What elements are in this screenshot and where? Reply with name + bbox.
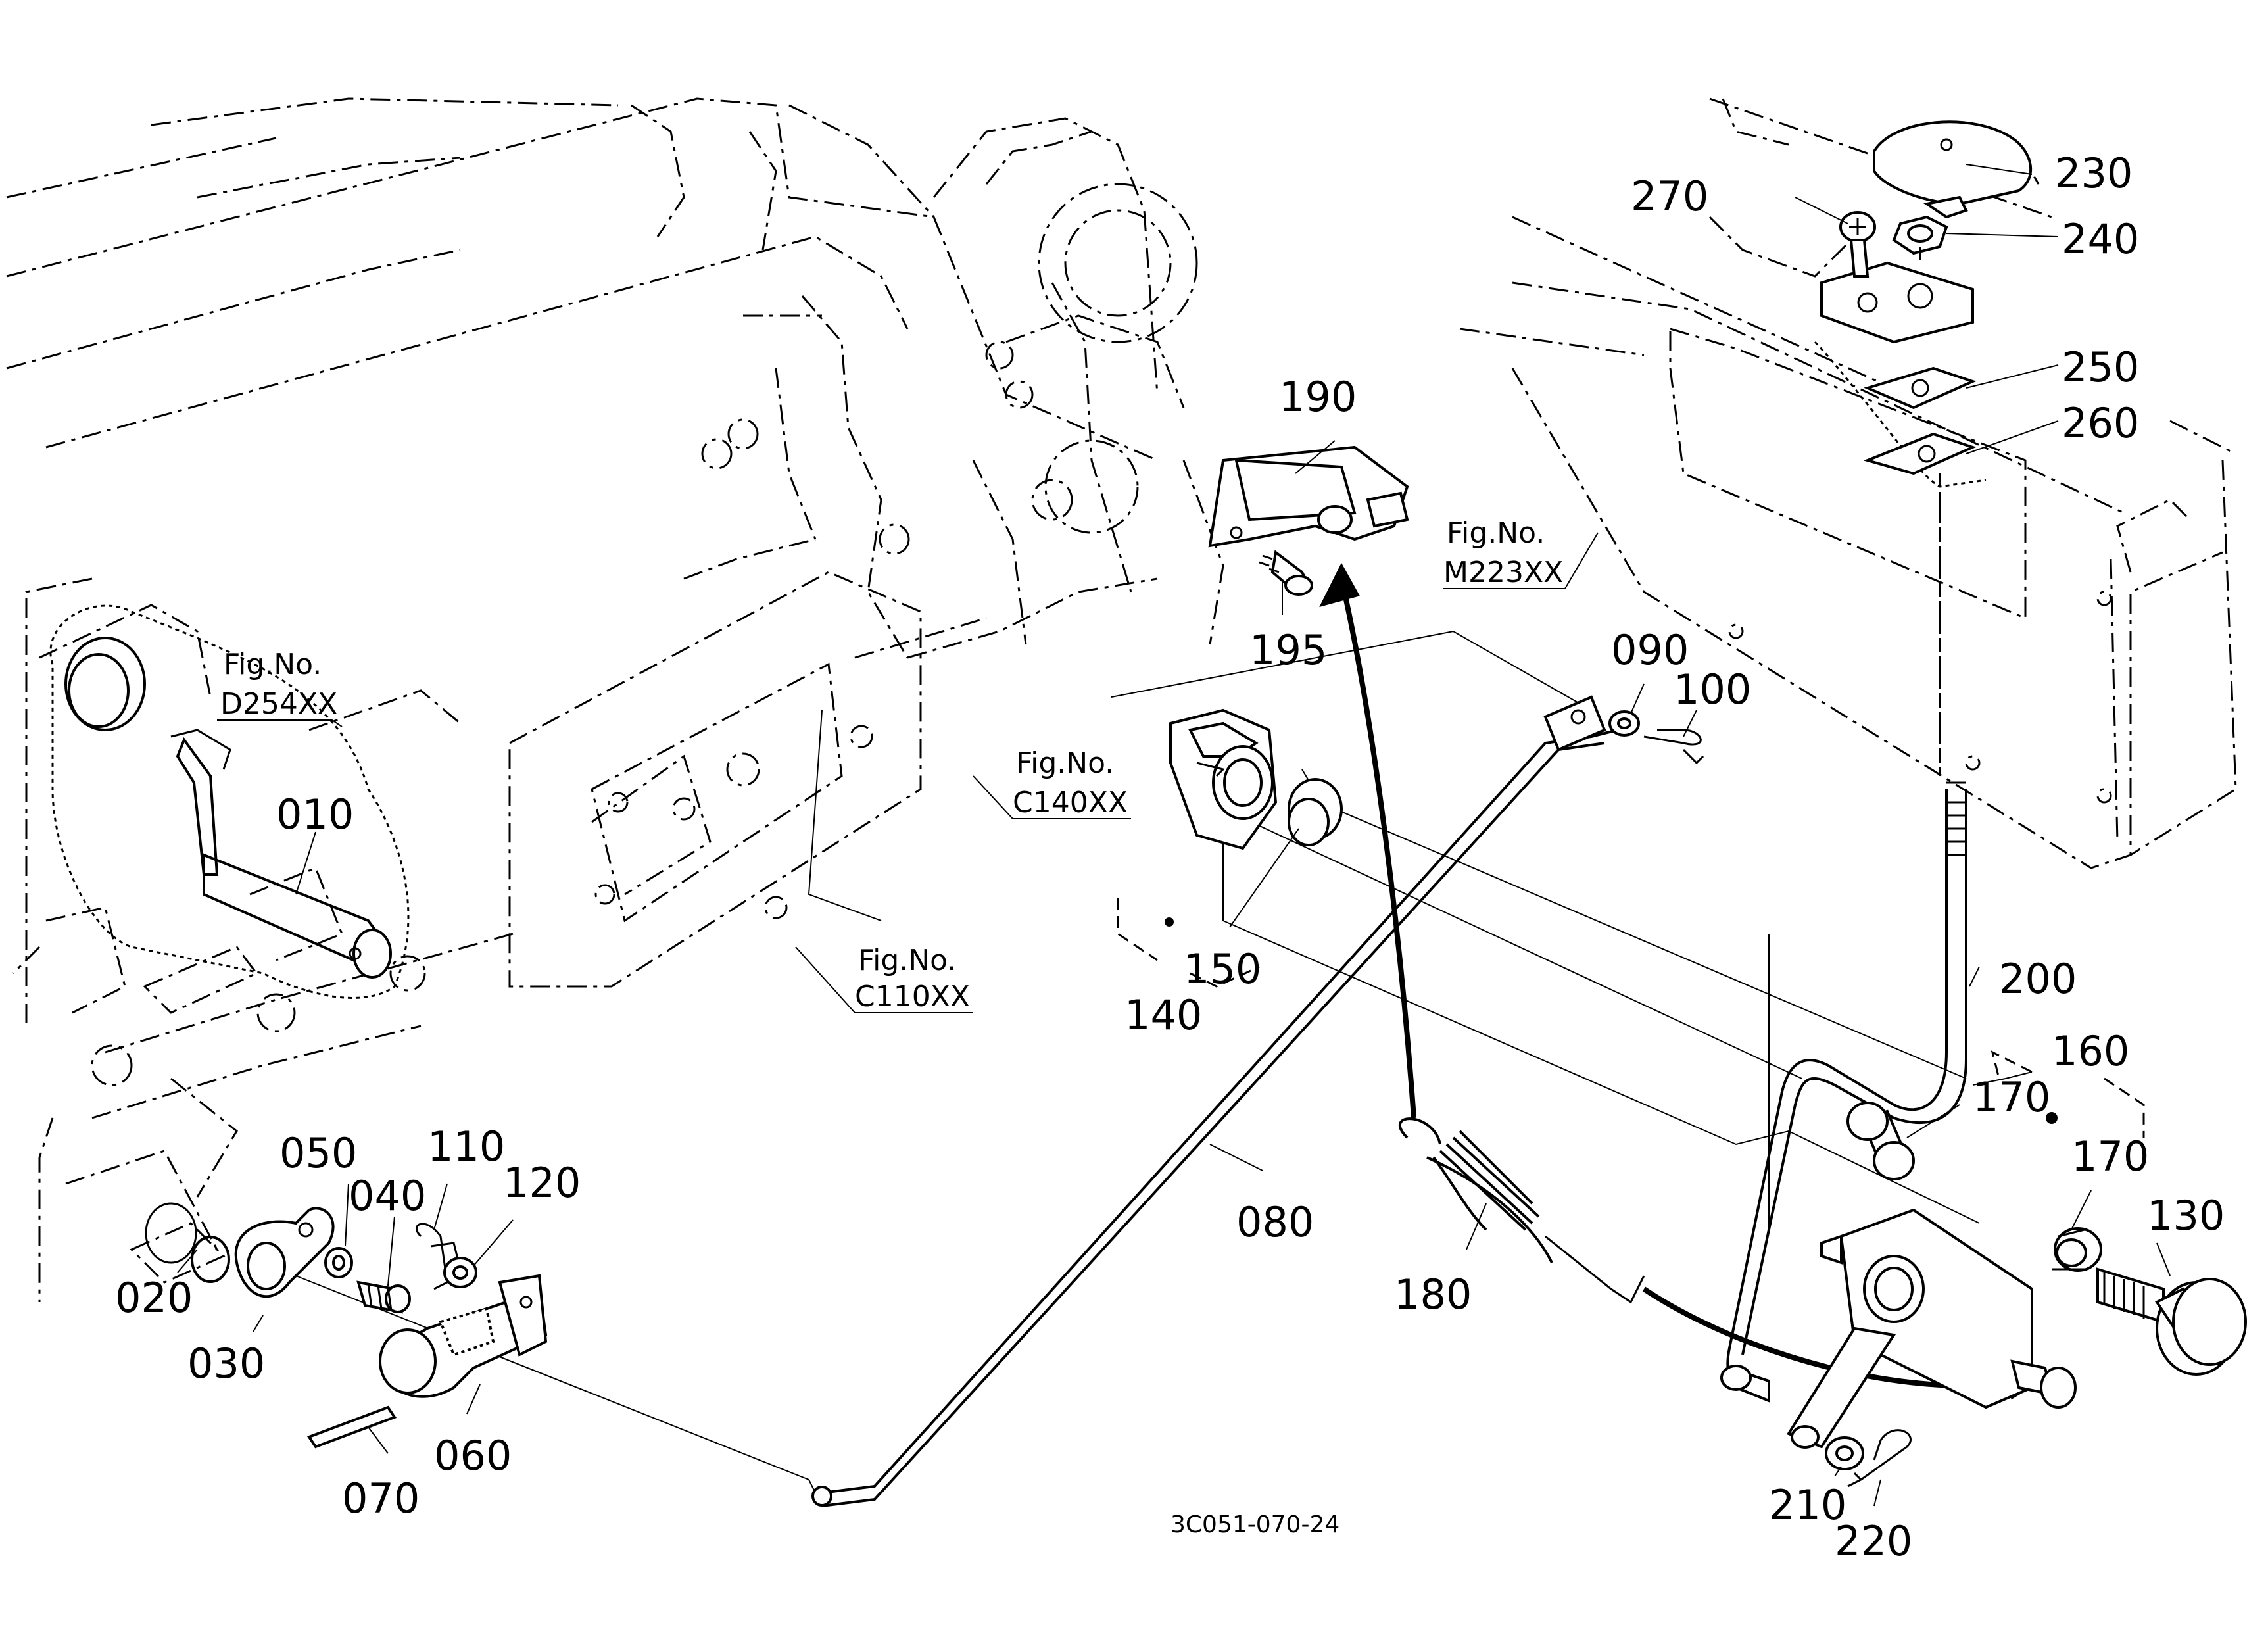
bushing-170-upper <box>1846 1102 1915 1180</box>
figure-ref-label: Fig.No. <box>1447 516 1545 550</box>
figure-ref-code: D254XX <box>220 687 337 721</box>
figure-ref-c140: Fig.No. C140XX <box>973 746 1131 819</box>
callout-120: 120 <box>503 1159 581 1207</box>
callout-130: 130 <box>2147 1192 2225 1240</box>
spring-180 <box>1398 1117 1645 1304</box>
pin-130 <box>2096 1267 2247 1376</box>
callout-220: 220 <box>1835 1517 1912 1565</box>
callout-040: 040 <box>349 1172 426 1220</box>
figure-ref-label: Fig.No. <box>1016 746 1114 780</box>
bushing-170-lower <box>2052 1227 2102 1272</box>
plate-030 <box>234 1207 335 1298</box>
bellcrank-160 <box>1787 1050 2145 1449</box>
bolt-270 <box>1839 211 1941 776</box>
callout-170-lower: 170 <box>2071 1132 2149 1180</box>
lever-190 <box>1208 445 1409 596</box>
callout-leaders <box>177 164 2171 1507</box>
callout-270: 270 <box>1631 172 1708 220</box>
figure-ref-m223: Fig.No. M223XX <box>1443 516 1599 589</box>
washer-090 <box>1608 710 1640 737</box>
figure-ref-code: C140XX <box>1013 786 1128 819</box>
plate-250 <box>1864 366 1977 410</box>
shaft-010 <box>49 604 410 999</box>
callout-100: 100 <box>1674 666 1751 714</box>
clip-220 <box>1847 1429 1912 1488</box>
callout-numbers: 010 020 030 040 050 060 070 080 090 100 … <box>115 149 2225 1565</box>
bracket-plate <box>1814 261 1987 488</box>
callout-230: 230 <box>2055 149 2133 197</box>
pin-070 <box>306 1405 397 1449</box>
figure-ref-label: Fig.No. <box>224 648 322 681</box>
callout-030: 030 <box>187 1340 265 1388</box>
figure-ref-code: M223XX <box>1443 556 1563 589</box>
callout-140: 140 <box>1124 991 1202 1039</box>
callout-020: 020 <box>115 1274 193 1322</box>
o-ring-020 <box>145 1202 230 1283</box>
callout-195: 195 <box>1249 626 1327 674</box>
figure-ref-d254: Fig.No. D254XX <box>217 648 343 727</box>
washer-050 <box>324 1247 353 1278</box>
callout-050: 050 <box>279 1129 357 1177</box>
drawing-code: 3C051-070-24 <box>1170 1511 1339 1538</box>
washer-210 <box>1825 1436 1864 1470</box>
callout-240: 240 <box>2062 215 2139 263</box>
assembly-guide-lines <box>295 630 1987 1493</box>
knob-230 <box>1873 120 2032 219</box>
callout-010: 010 <box>276 790 354 838</box>
callout-200: 200 <box>1999 955 2077 1003</box>
clip-100 <box>1643 729 1704 765</box>
callout-060: 060 <box>434 1432 512 1480</box>
callout-210: 210 <box>1769 1481 1846 1529</box>
washer-120 <box>443 1257 477 1288</box>
figure-ref-c110: Fig.No. C110XX <box>795 944 973 1013</box>
rod-200 <box>1720 781 1967 1403</box>
callout-150: 150 <box>1184 945 1261 993</box>
callout-250: 250 <box>2062 343 2139 391</box>
callout-180: 180 <box>1394 1271 1472 1319</box>
callout-190: 190 <box>1279 373 1357 421</box>
pin-040 <box>356 1280 411 1314</box>
callout-080: 080 <box>1236 1198 1314 1246</box>
callout-090: 090 <box>1611 626 1689 674</box>
figure-ref-label: Fig.No. <box>858 944 956 977</box>
lever-060 <box>379 1274 548 1398</box>
callout-170-upper: 170 <box>1973 1073 2050 1121</box>
rod-080 <box>811 695 1618 1507</box>
cam-140 <box>1117 708 1343 988</box>
callout-160: 160 <box>2052 1027 2129 1075</box>
callout-070: 070 <box>342 1474 420 1522</box>
figure-ref-code: C110XX <box>855 980 970 1013</box>
nut-240 <box>1892 215 1948 255</box>
transmission-housing-outline <box>6 97 2237 1302</box>
callout-260: 260 <box>2062 399 2139 447</box>
plate-260 <box>1863 432 1977 475</box>
callout-110: 110 <box>427 1123 505 1171</box>
